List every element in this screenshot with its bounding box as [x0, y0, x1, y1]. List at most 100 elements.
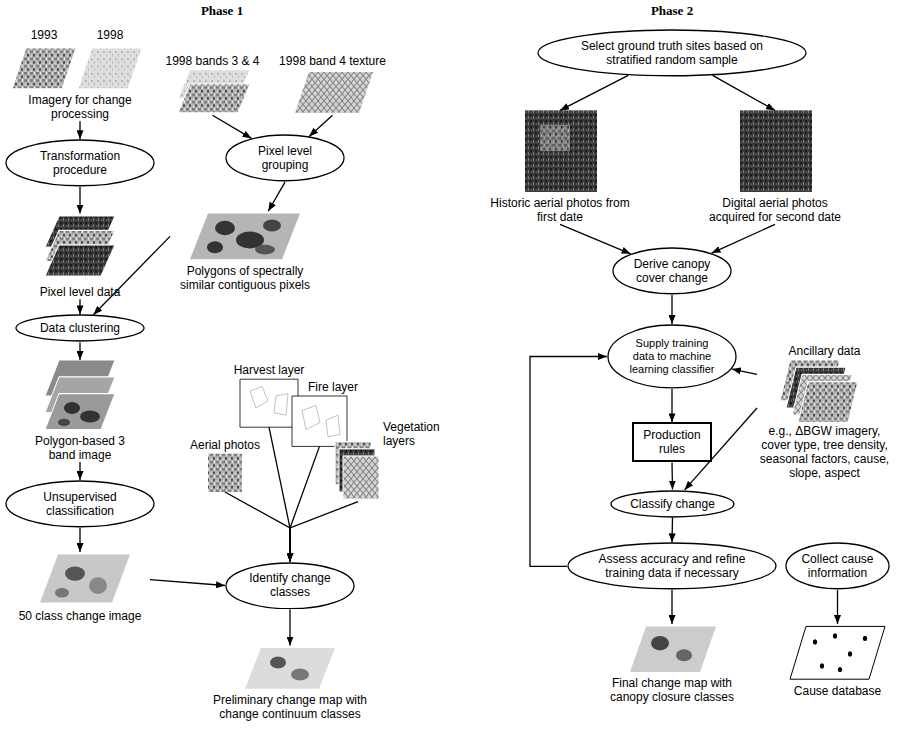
- flow-arrow: [732, 369, 757, 374]
- image-node: Aerial photos: [208, 454, 242, 492]
- flow-arrow: [79, 342, 80, 360]
- flow-arrow: [671, 518, 673, 543]
- change-image: [40, 554, 130, 602]
- image-heading: Harvest layer: [234, 363, 305, 377]
- harvest-layer-map: [240, 379, 298, 427]
- image-node: Polygons of spectrally similar contiguou…: [170, 211, 320, 291]
- flow-arrow: [79, 462, 80, 480]
- image-caption: Final change map with canopy closure cla…: [592, 676, 752, 704]
- year-label: 1993: [31, 28, 58, 42]
- flow-arrow: [671, 389, 672, 423]
- image-area: [25, 214, 135, 284]
- image-area: [10, 552, 150, 607]
- satellite-image: [12, 48, 142, 89]
- image-node: Harvest layer: [240, 379, 298, 427]
- image-node: Imagery for change processing: [15, 43, 145, 121]
- oval-text: Select ground truth sites based on strat…: [572, 39, 772, 67]
- process-oval: Data clustering: [15, 314, 145, 342]
- image-node: Fire layer: [292, 396, 347, 446]
- oval-text: Pixel level grouping: [241, 144, 330, 172]
- flow-arrow: [93, 236, 170, 314]
- image-area: [290, 70, 375, 116]
- flow-arrow: [530, 357, 607, 567]
- process-oval: Pixel level grouping: [225, 134, 345, 182]
- flow-arrow: [79, 299, 80, 314]
- image-heading: 1998 bands 3 & 4: [165, 54, 259, 68]
- flow-arrow: [79, 528, 80, 552]
- image-area: [170, 70, 255, 116]
- cause-database-map: [790, 626, 885, 679]
- image-area: [208, 454, 242, 492]
- image-caption: Polygon-based 3 band image: [25, 434, 135, 462]
- polygon-image: [190, 214, 300, 260]
- image-node: Ancillary datae.g., ΔBGW imagery, cover …: [757, 360, 892, 480]
- flow-arrow: [713, 75, 775, 110]
- flow-arrow: [290, 446, 320, 561]
- oval-label: Classify change: [626, 497, 719, 511]
- image-caption: 50 class change image: [10, 609, 150, 623]
- flow-arrow: [671, 462, 673, 489]
- image-node: Polygon-based 3 band image: [25, 360, 135, 462]
- flow-arrow: [225, 492, 290, 562]
- process-oval: Assess accuracy and refine training data…: [567, 542, 777, 590]
- texture-image: [295, 72, 373, 113]
- image-node: Historic aerial photos from first date: [490, 110, 630, 224]
- image-area: [335, 442, 381, 502]
- image-area: [15, 43, 145, 91]
- preliminary-map: [245, 648, 335, 689]
- flow-arrow: [269, 427, 290, 561]
- image-node: Cause database: [780, 624, 895, 698]
- image-node: 50 class change image: [10, 552, 150, 623]
- oval-text: Supply training data to machine learning…: [624, 337, 720, 376]
- oval-label: Pixel level grouping: [241, 144, 330, 172]
- image-node: Preliminary change map with change conti…: [200, 646, 380, 722]
- image-area: [25, 360, 135, 432]
- image-node: Final change map with canopy closure cla…: [592, 624, 752, 704]
- oval-text: Assess accuracy and refine training data…: [594, 552, 749, 580]
- flow-arrow: [309, 115, 332, 136]
- oval-text: Collect cause information: [799, 552, 877, 580]
- image-heading: 1998 band 4 texture: [279, 54, 386, 68]
- image-area: [200, 646, 380, 692]
- process-oval: Unsupervised classification: [5, 480, 155, 528]
- oval-label: Unsupervised classification: [25, 490, 136, 518]
- image-node: Pixel level data: [25, 214, 135, 300]
- oval-text: Classify change: [626, 497, 719, 511]
- flow-arrow: [560, 75, 628, 110]
- image-area: [700, 110, 850, 194]
- oval-label: Collect cause information: [799, 552, 877, 580]
- flow-arrow: [289, 609, 290, 645]
- image-heading: Fire layer: [308, 380, 358, 394]
- flow-arrow: [150, 580, 225, 586]
- image-node: 1998 band 4 texture: [290, 70, 375, 116]
- ancillary-layers: [780, 360, 858, 422]
- image-area: [757, 360, 892, 422]
- flow-arrow: [268, 182, 285, 211]
- process-oval: Transformation procedure: [5, 139, 155, 187]
- process-oval: Identify change classes: [225, 562, 355, 610]
- oval-label: Assess accuracy and refine training data…: [594, 552, 749, 580]
- fire-layer-map: [292, 396, 347, 446]
- final-map: [630, 626, 716, 672]
- process-oval: Classify change: [610, 490, 735, 518]
- oval-label: Select ground truth sites based on strat…: [572, 39, 772, 67]
- image-caption: Digital aerial photos acquired for secon…: [700, 196, 850, 224]
- historic-photo: [525, 110, 597, 192]
- image-caption: e.g., ΔBGW imagery, cover type, tree den…: [757, 424, 892, 480]
- image-area: [780, 624, 895, 682]
- image-node: 1998 bands 3 & 4: [170, 70, 255, 116]
- flow-arrow: [213, 115, 252, 138]
- band-layers: [178, 70, 250, 113]
- image-caption: Preliminary change map with change conti…: [200, 693, 380, 721]
- process-oval: Supply training data to machine learning…: [607, 324, 737, 389]
- image-caption: Cause database: [780, 684, 895, 698]
- flow-arrow: [712, 224, 775, 253]
- image-node: Digital aerial photos acquired for secon…: [700, 110, 850, 224]
- oval-label: Identify change classes: [242, 571, 338, 599]
- aerial-photo: [208, 454, 242, 492]
- flow-arrow: [671, 295, 672, 324]
- flow-arrow: [79, 121, 80, 139]
- phase-title: Phase 1: [201, 4, 243, 18]
